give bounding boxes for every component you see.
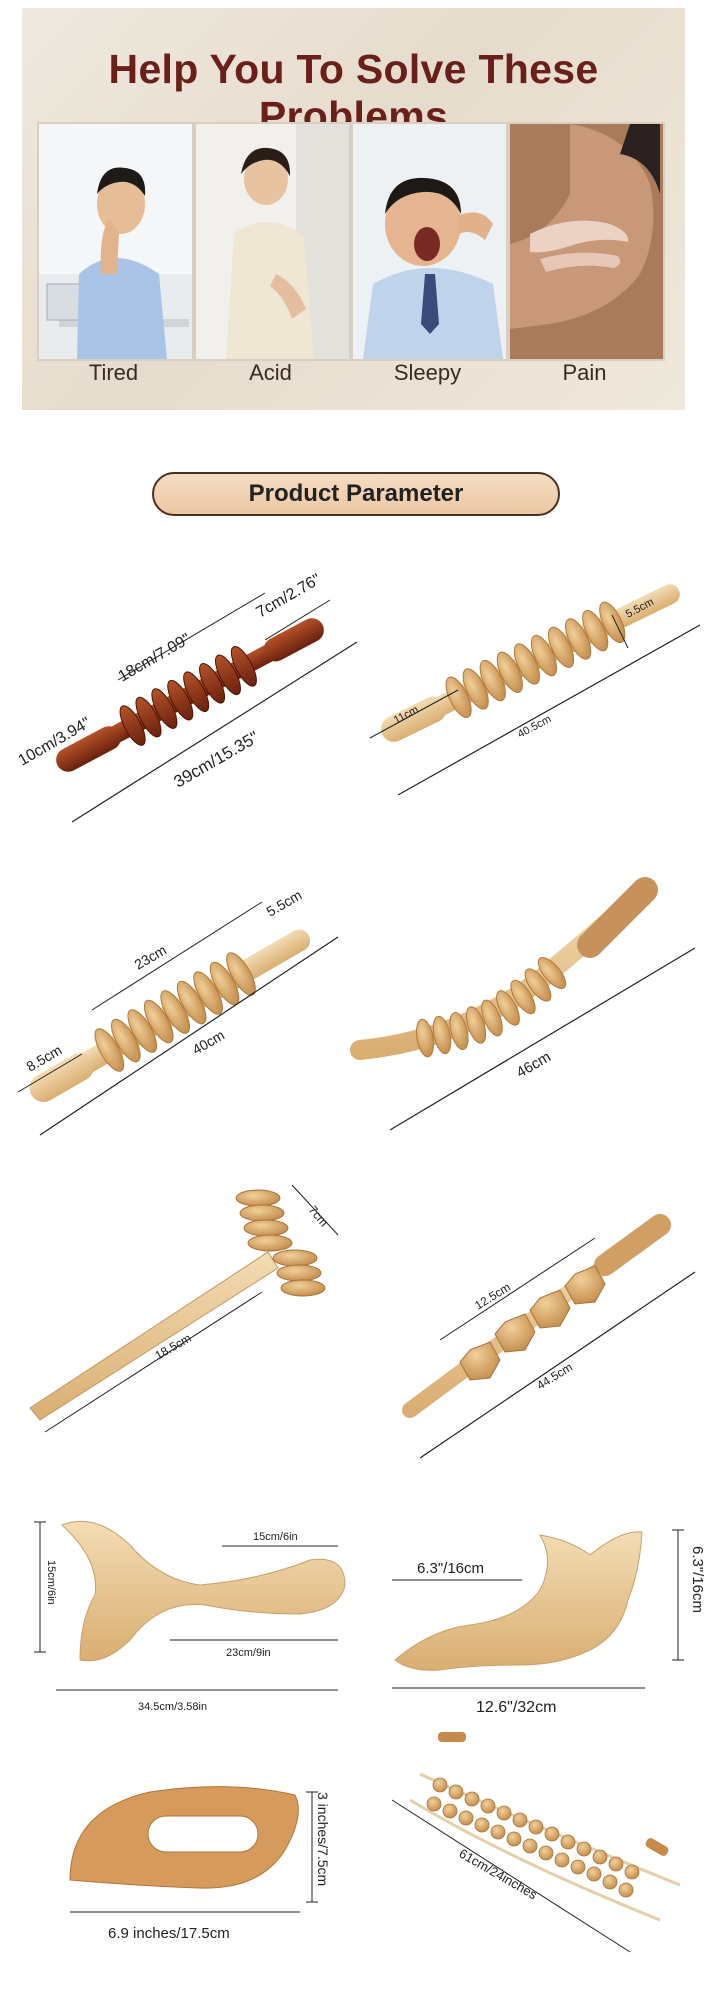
p7-dim-head: 15cm/6in — [253, 1531, 298, 1543]
p7-dim-height: 15cm/6in — [45, 1560, 57, 1605]
p8-dim-height: 6.3"/16cm — [689, 1546, 706, 1613]
product-10-bead-rope: 61cm/24inches — [391, 1732, 681, 1953]
p8-dim-length: 12.6"/32cm — [476, 1699, 556, 1716]
problems-banner: Help You To Solve These Problems — [22, 8, 685, 410]
product-1-dark-roller: 10cm/3.94" 18cm/7.09" 7cm/2.76" 39cm/15.… — [16, 571, 358, 823]
p1-dim-rollers: 18cm/7.09" — [116, 631, 194, 686]
product-4-curved-roller: 46cm — [350, 877, 696, 1131]
p2-dim-length: 40.5cm — [516, 713, 553, 741]
p3-dim-diameter: 5.5cm — [264, 887, 305, 920]
p5-dim-head: 7cm — [306, 1203, 331, 1229]
product-parameter-title: Product Parameter — [152, 472, 560, 516]
product-2-light-roller: 11cm 5.5cm 40.5cm — [369, 584, 701, 796]
p7-dim-handle: 23cm/9in — [226, 1647, 271, 1659]
tile-sleepy-image — [351, 122, 508, 361]
tile-tired-image — [37, 122, 194, 361]
product-6-bead-roller: 12.5cm 44.5cm — [402, 1214, 696, 1459]
product-5-hammer: 7cm 18.5cm — [29, 1184, 339, 1433]
tile-label-tired: Tired — [88, 360, 139, 385]
p9-dim-height: 3 inches/7.5cm — [315, 1792, 331, 1886]
p6-dim-length: 44.5cm — [534, 1360, 575, 1393]
tile-label-pain: Pain — [562, 360, 607, 385]
p1-dim-length: 39cm/15.35" — [171, 728, 263, 792]
p9-dim-length: 6.9 inches/17.5cm — [108, 1925, 230, 1942]
p8-dim-width: 6.3"/16cm — [417, 1560, 484, 1577]
tile-pain-image — [508, 122, 665, 361]
product-7-paddle-board: 15cm/6in 15cm/6in 23cm/9in 34.5cm/3.58in — [34, 1520, 346, 1713]
p1-dim-grip: 7cm/2.76" — [254, 571, 324, 621]
p3-dim-rollers: 23cm — [132, 942, 170, 973]
product-9-d-scraper: 3 inches/7.5cm 6.9 inches/17.5cm — [69, 1786, 331, 1942]
p10-dim-length: 61cm/24inches — [457, 1846, 541, 1903]
product-3-light-roller: 23cm 5.5cm 8.5cm 40cm — [17, 887, 339, 1136]
p7-dim-length: 34.5cm/3.58in — [138, 1701, 207, 1713]
tile-label-sleepy: Sleepy — [393, 360, 462, 385]
product-8-foot-board: 6.3"/16cm 6.3"/16cm 12.6"/32cm — [392, 1529, 706, 1716]
banner-title: Help You To Solve These Problems — [108, 46, 599, 139]
tile-label-acid: Acid — [249, 360, 292, 385]
tile-acid-image — [194, 122, 351, 361]
